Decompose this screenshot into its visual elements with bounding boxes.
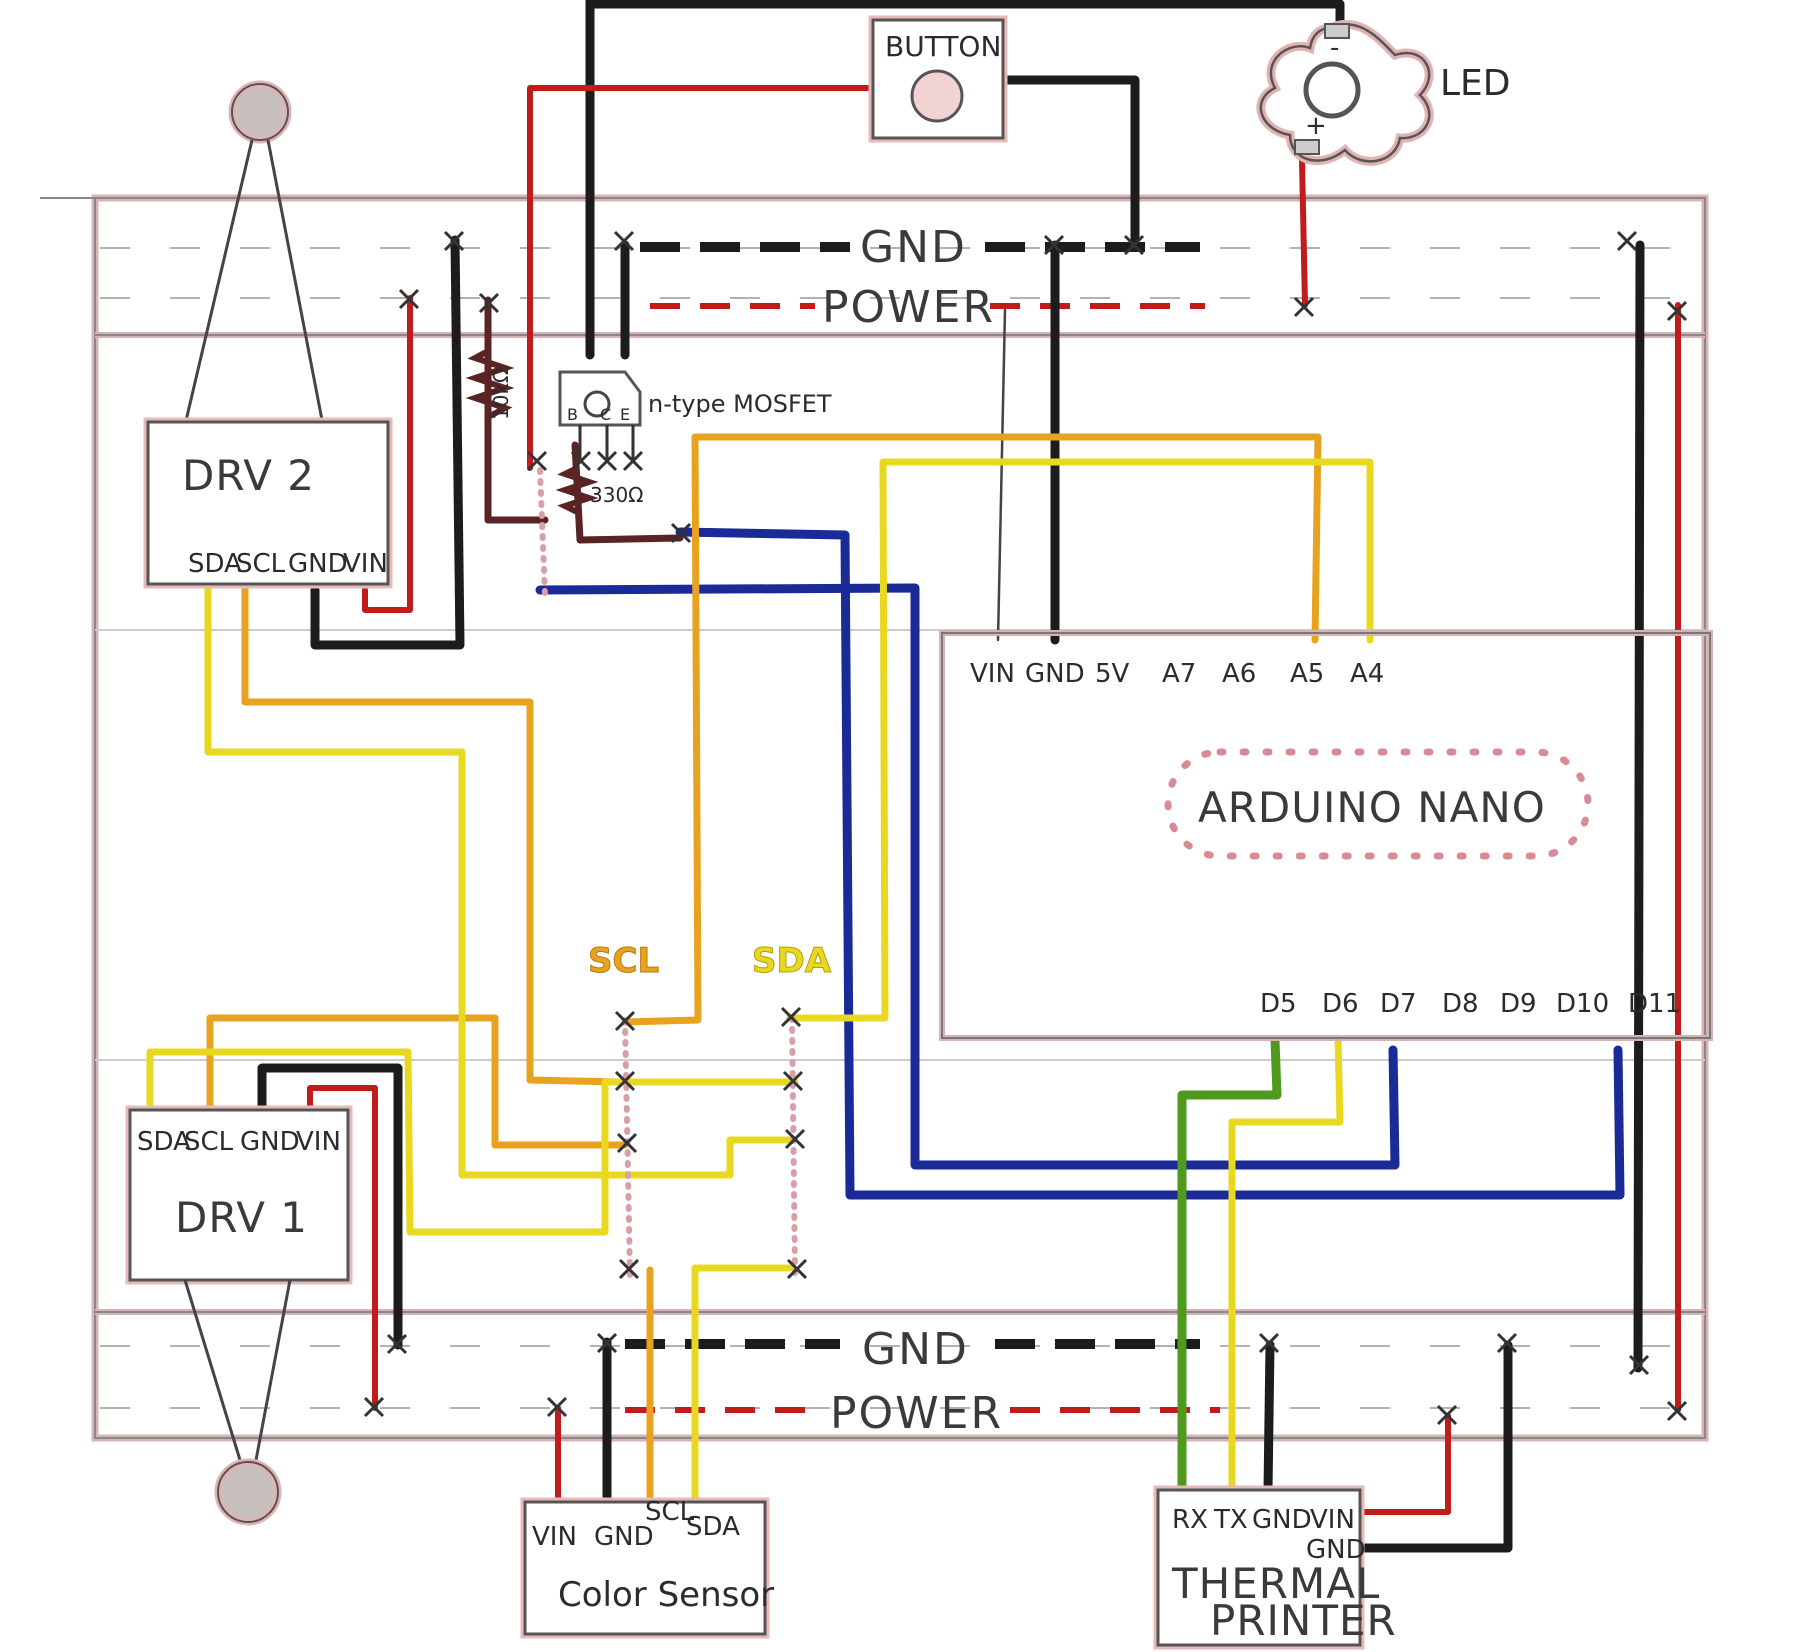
arduino-pin-a5: A5	[1290, 659, 1324, 689]
arduino-pin-d9: D9	[1500, 989, 1537, 1019]
mosfet-pin-b: B	[567, 405, 578, 424]
led-plus-label: +	[1305, 111, 1327, 141]
mosfet-pin-c: C	[600, 405, 611, 424]
led-label: LED	[1440, 63, 1511, 104]
drv2-pin-sda: SDA	[188, 549, 242, 579]
scl-bus-label: SCL	[588, 941, 659, 981]
arduino-pin-d7: D7	[1380, 989, 1417, 1019]
button-component: BUTTON	[868, 15, 1008, 143]
led-minus-label: -	[1330, 33, 1339, 63]
bottom-rail: GND POWER	[625, 1324, 1220, 1439]
arduino-pin-d5: D5	[1260, 989, 1297, 1019]
resistor-330-icon	[555, 465, 599, 515]
arduino-pin-d6: D6	[1322, 989, 1359, 1019]
button-label: BUTTON	[885, 30, 1001, 63]
resistor-10k-label: 10kΩ	[489, 368, 513, 420]
bottom-gnd-label: GND	[862, 1324, 969, 1375]
printer-pin-tx: TX	[1213, 1505, 1248, 1535]
printer-pin-gnd: GND	[1252, 1505, 1312, 1535]
vin-wire-arduino	[996, 308, 1007, 642]
arduino-label: ARDUINO NANO	[1198, 783, 1546, 832]
signal-wire-d11	[675, 527, 1625, 1200]
arduino-pin-d8: D8	[1442, 989, 1479, 1019]
arduino-nano: VIN GND 5V A7 A6 A5 A4 ARDUINO NANO D5 D…	[939, 630, 1713, 1041]
ground-wire-button	[998, 75, 1140, 250]
sda-wire-a4	[786, 458, 1374, 1022]
drv2-component: DRV 2 SDA SCL GND VIN	[143, 80, 393, 589]
wires	[146, 0, 1681, 1553]
bus-jumpers	[537, 467, 798, 1278]
top-power-label: POWER	[822, 282, 995, 333]
drv2-pin-gnd: GND	[288, 549, 348, 579]
signal-wire-d7	[535, 583, 1400, 1170]
mosfet-pin-e: E	[620, 405, 630, 424]
bottom-power-label: POWER	[830, 1388, 1003, 1439]
printer-side-pin-gnd: GND	[1306, 1535, 1366, 1565]
arduino-top-pins: VIN GND 5V A7 A6 A5 A4	[970, 659, 1384, 689]
top-rail: GND POWER	[640, 222, 1205, 333]
arduino-pin-d10: D10	[1556, 989, 1609, 1019]
color-sensor: VIN GND SCL SDA Color Sensor	[520, 1497, 774, 1639]
top-gnd-label: GND	[860, 222, 967, 273]
color-sensor-pin-gnd: GND	[594, 1522, 654, 1552]
resistor-330-label: 330Ω	[590, 483, 643, 507]
arduino-pin-a7: A7	[1162, 659, 1196, 689]
drv1-pin-sda: SDA	[137, 1127, 191, 1157]
resistor-10k: 10kΩ	[465, 347, 515, 420]
led-component: - + LED	[1256, 19, 1511, 166]
power-wire-button	[527, 85, 883, 471]
resistor-10k-icon	[465, 347, 515, 419]
sda-bus-label: SDA	[752, 941, 832, 981]
arduino-pin-d11: D11	[1628, 989, 1681, 1019]
mosfet-component: B C E n-type MOSFET	[558, 370, 832, 460]
ground-wire-right	[1633, 240, 1645, 1373]
arduino-bottom-pins: D5 D6 D7 D8 D9 D10 D11	[1260, 989, 1681, 1019]
arduino-pin-vin: VIN	[970, 659, 1015, 689]
color-sensor-pin-vin: VIN	[532, 1522, 577, 1552]
tx-wire-d6	[1228, 1034, 1344, 1496]
drv1-pin-scl: SCL	[184, 1127, 234, 1157]
printer-label-line1: THERMAL	[1171, 1559, 1380, 1608]
arduino-pin-a4: A4	[1350, 659, 1384, 689]
printer-pin-vin: VIN	[1310, 1505, 1355, 1535]
connection-marks	[363, 230, 1688, 1426]
resistor-330: 330Ω	[555, 465, 643, 515]
drv2-pin-vin: VIN	[343, 549, 388, 579]
color-sensor-label: Color Sensor	[558, 1575, 774, 1615]
color-sensor-pin-scl: SCL	[645, 1497, 695, 1527]
thermal-printer: RX TX GND VIN GND THERMAL PRINTER	[1153, 1485, 1397, 1650]
printer-pin-rx: RX	[1172, 1505, 1208, 1535]
button-cap-icon	[910, 69, 964, 123]
arduino-pin-gnd: GND	[1025, 659, 1085, 689]
color-sensor-pin-sda: SDA	[686, 1512, 740, 1542]
scl-wire-a5	[621, 433, 1322, 1026]
drv2-label: DRV 2	[182, 451, 315, 500]
breadboard	[40, 194, 1709, 1442]
drv1-pin-vin: VIN	[296, 1127, 341, 1157]
arduino-pin-5v: 5V	[1095, 659, 1130, 689]
arduino-pin-a6: A6	[1222, 659, 1256, 689]
drv2-pin-scl: SCL	[236, 549, 286, 579]
drv1-pin-gnd: GND	[240, 1127, 300, 1157]
rx-wire-d5	[1177, 1035, 1282, 1497]
drv1-component: SDA SCL GND VIN DRV 1	[125, 1105, 353, 1526]
printer-label-line2: PRINTER	[1210, 1596, 1397, 1645]
drv1-label: DRV 1	[175, 1193, 308, 1242]
mosfet-label: n-type MOSFET	[648, 390, 832, 418]
power-wire-led	[1299, 157, 1308, 308]
